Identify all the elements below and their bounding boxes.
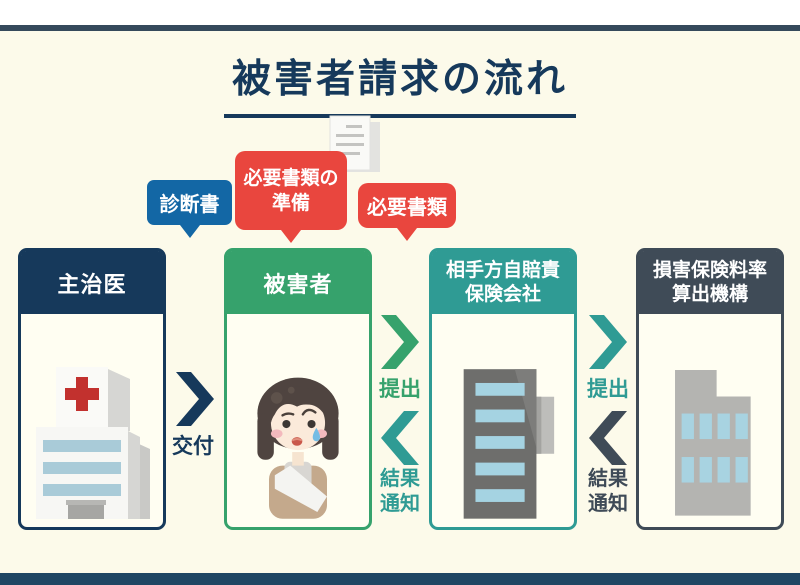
- card-rating-org-title-line2: 算出機構: [671, 283, 748, 305]
- card-rating-org-title-line1: 損害保険料率: [652, 259, 767, 281]
- chevron-left-icon: [381, 411, 419, 465]
- card-insurer-header: 相手方自賠責 保険会社: [432, 251, 574, 314]
- flow-label-result-1-line1: 結果: [380, 468, 420, 490]
- card-victim-title: 被害者: [263, 271, 333, 297]
- card-doctor-body: [21, 314, 163, 527]
- documents-icon: [322, 114, 386, 183]
- chevron-right-icon: [589, 315, 627, 369]
- flow-label-submit-1: 提出: [379, 378, 421, 401]
- bubble-diagnosis-label: 診断書: [159, 194, 220, 216]
- bubble-documents-label: 必要書類: [367, 197, 447, 219]
- card-doctor: 主治医: [18, 248, 166, 530]
- flow-label-result-1-line2: 通知: [380, 493, 420, 515]
- chevron-right-icon: [381, 315, 419, 369]
- card-rating-org-body: [639, 314, 781, 527]
- card-insurer-title-line2: 保険会社: [464, 283, 541, 305]
- card-insurer-title-line1: 相手方自賠責: [445, 259, 560, 281]
- card-doctor-title: 主治医: [57, 271, 127, 297]
- bubble-preparation-line1: 必要書類の: [243, 167, 339, 189]
- top-border-bar: [0, 25, 800, 31]
- injured-woman-icon: [257, 377, 339, 519]
- flow-label-result-2: 結果 通知: [578, 467, 638, 517]
- card-victim: 被害者: [224, 248, 372, 530]
- speech-bubble-preparation: 必要書類の 準備: [235, 151, 347, 230]
- chevron-left-icon: [589, 411, 627, 465]
- bottom-border-bar: [0, 573, 800, 585]
- flow-label-submit-2: 提出: [587, 378, 629, 401]
- flow-label-result-2-line1: 結果: [588, 468, 628, 490]
- speech-bubble-diagnosis: 診断書: [147, 180, 232, 225]
- flow-label-result-2-line2: 通知: [588, 493, 628, 515]
- chevron-right-icon: [176, 372, 214, 426]
- office-building-icon: [463, 369, 555, 519]
- card-rating-org: 損害保険料率 算出機構: [636, 248, 784, 530]
- speech-bubble-documents: 必要書類: [358, 183, 456, 228]
- institution-building-icon: [675, 370, 751, 516]
- card-insurer-body: [432, 314, 574, 527]
- bubble-preparation-line2: 準備: [271, 192, 310, 214]
- flow-label-grant: 交付: [172, 435, 214, 458]
- card-rating-org-header: 損害保険料率 算出機構: [639, 251, 781, 314]
- flow-label-result-1: 結果 通知: [370, 467, 430, 517]
- card-victim-body: [227, 314, 369, 527]
- hospital-icon: [36, 367, 150, 519]
- card-insurer: 相手方自賠責 保険会社: [429, 248, 577, 530]
- card-doctor-header: 主治医: [21, 251, 163, 314]
- page-title-text: 被害者請求の流れ: [223, 48, 576, 118]
- card-victim-header: 被害者: [227, 251, 369, 314]
- page-title: 被害者請求の流れ: [0, 48, 800, 118]
